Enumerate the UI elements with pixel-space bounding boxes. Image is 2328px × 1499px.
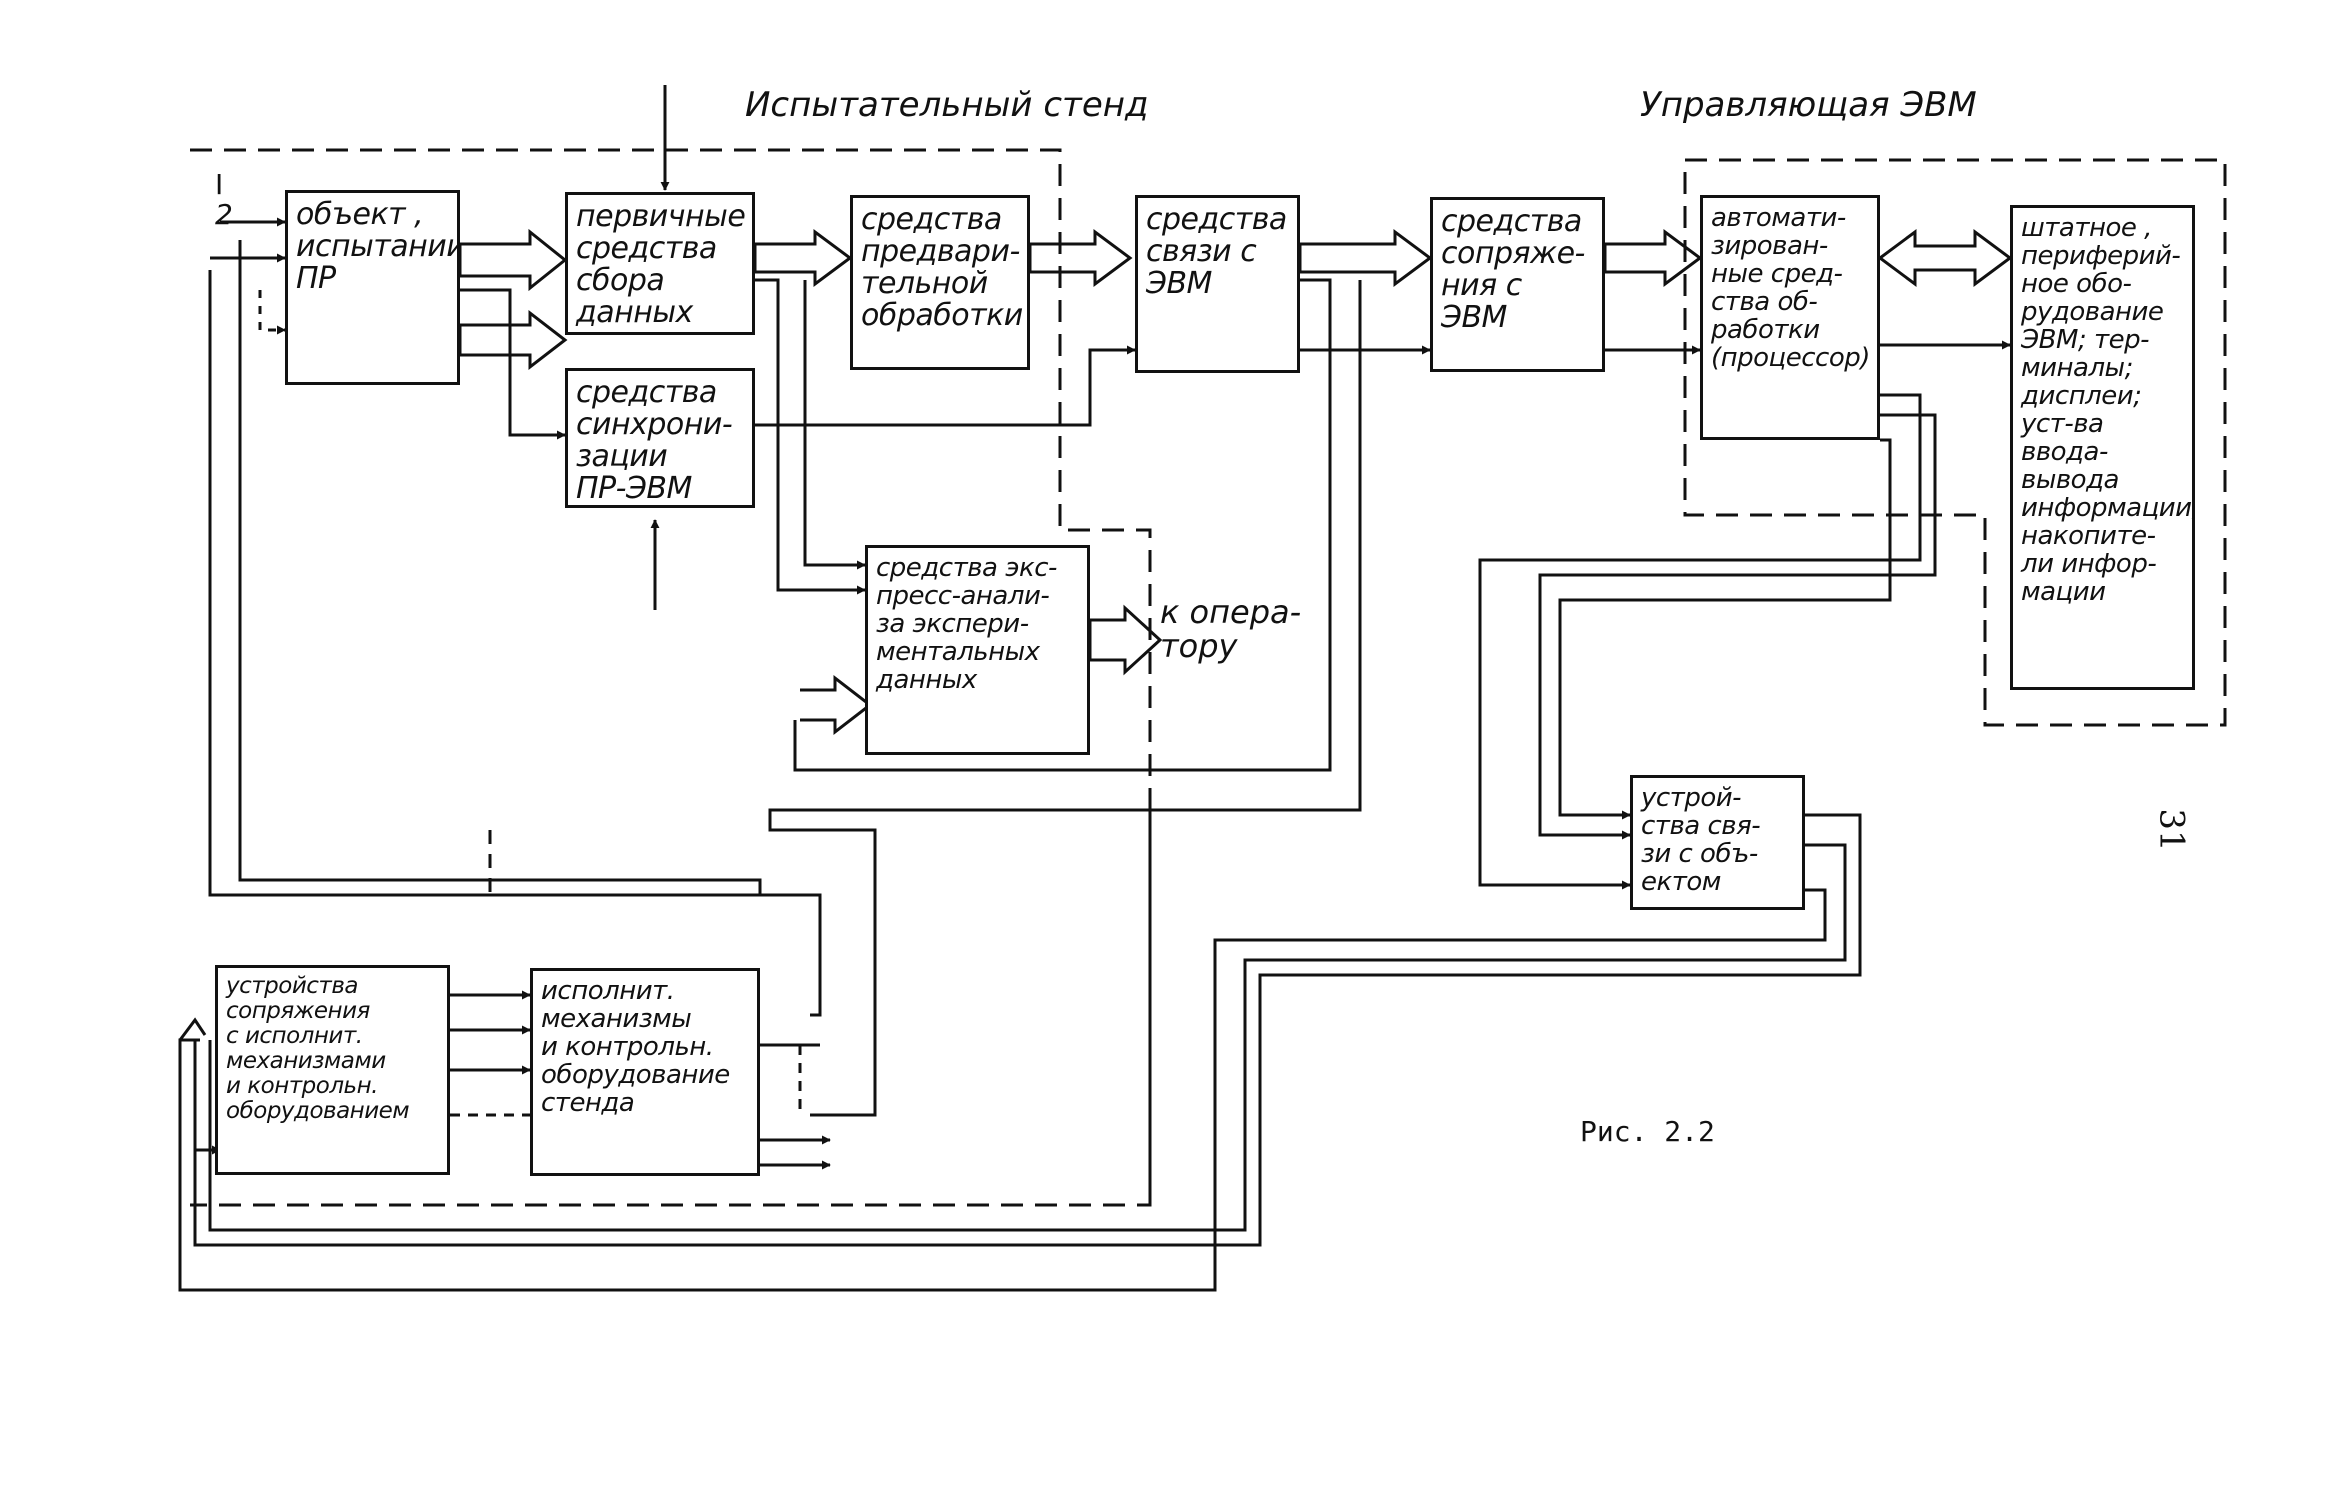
bus-acq-to-pre [753, 229, 853, 287]
block-preprocessing: средства предвари- тельной обработки [850, 195, 1030, 370]
object-comm-out-2 [208, 843, 1847, 1232]
block-object-under-test: объект , испытании ПР [285, 190, 460, 385]
bus-iface-to-proc [1603, 229, 1703, 287]
control-computer-boundary [1683, 158, 2227, 727]
block-synchronization: средства синхрони- зации ПР-ЭВМ [565, 368, 755, 508]
signal-lines [178, 85, 2011, 1292]
block-primary-acquisition: первичные средства сбора данных [565, 192, 755, 335]
comm-to-express-loop [793, 278, 1332, 772]
page-number: 31 [2151, 808, 2192, 852]
block-actuator-interface: устройства сопряжения с исполнит. механи… [215, 965, 450, 1175]
iface-left-input [178, 1017, 207, 1041]
proc-to-object-comm-2 [1538, 413, 1937, 840]
bus-pre-to-comm [1028, 229, 1133, 287]
block-peripheral-equipment: штатное , периферий- ное обо- рудование … [2010, 205, 2195, 690]
sync-to-comm [755, 345, 1136, 427]
control-computer-label: Управляющая ЭВМ [1640, 85, 1977, 125]
figure-caption: Рис. 2.2 [1580, 1115, 1715, 1148]
pre-branch-to-express [803, 280, 866, 570]
proc-to-object-comm-3 [1558, 438, 1892, 820]
block-computer-interface: средства сопряже- ния с ЭВМ [1430, 197, 1605, 372]
input-label-2: 2 [215, 198, 233, 231]
object-feedback-left-2 [208, 270, 815, 897]
block-object-communication: устрой- ства свя- зи с объ- ектом [1630, 775, 1805, 910]
acq-to-express [755, 278, 866, 595]
block-actuators: исполнит. механизмы и контрольн. оборудо… [530, 968, 760, 1176]
input-line-3 [258, 290, 286, 335]
bus-object-to-acq-2 [458, 309, 568, 371]
to-operator-label: к опера- тору [1160, 593, 1302, 665]
object-to-sync [460, 288, 566, 440]
test-stand-boundary [190, 148, 1152, 1207]
block-computer-communication: средства связи с ЭВМ [1135, 195, 1300, 373]
bus-to-operator [1088, 604, 1163, 676]
bus-object-to-acq [458, 228, 568, 292]
bus-proc-peripheral [1877, 229, 2013, 287]
block-automated-processing: автомати- зирован- ные сред- ства об- ра… [1700, 195, 1880, 440]
comm-out-to-actuators [768, 280, 1362, 1117]
input-label-1: I [215, 168, 224, 201]
object-comm-out-1 [193, 813, 1862, 1247]
block-express-analysis: средства экс- пресс-анали- за экспери- м… [865, 545, 1090, 755]
object-comm-out-3 [178, 888, 1827, 1292]
bus-comm-to-iface [1298, 229, 1433, 287]
proc-to-object-comm-1 [1478, 393, 1922, 890]
bus-feedback-to-express [800, 674, 873, 736]
test-stand-label: Испытательный стенд [745, 85, 1149, 125]
